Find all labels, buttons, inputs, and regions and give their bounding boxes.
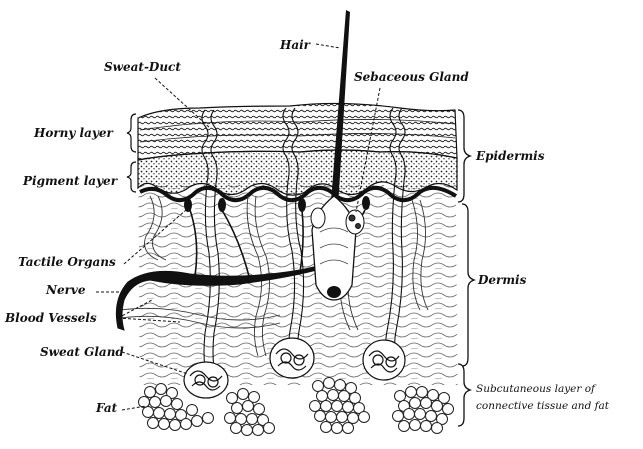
horny-layer-brace — [127, 114, 136, 152]
fat-cluster-right — [393, 387, 454, 434]
hair-leader — [316, 44, 340, 48]
label-hair: Hair — [279, 38, 312, 52]
label-epidermis: Epidermis — [475, 149, 545, 163]
label-dermis: Dermis — [477, 273, 527, 287]
sweat-gland-3 — [363, 340, 405, 380]
label-nerve: Nerve — [45, 283, 86, 297]
label-sweat-gland: Sweat Gland — [40, 345, 124, 359]
label-sebaceous-gland: Sebaceous Gland — [354, 70, 469, 84]
layer-brackets — [458, 110, 474, 426]
fat-cluster-center — [310, 378, 370, 434]
fat-leader — [122, 406, 146, 410]
sweat-gland-2 — [270, 338, 314, 378]
label-subcutaneous-line1: Subcutaneous layer of — [476, 383, 597, 395]
epidermis-bracket — [458, 110, 470, 202]
fat-cluster-middle — [225, 389, 275, 436]
label-blood-vessels: Blood Vessels — [4, 311, 97, 325]
label-subcutaneous-line2: connective tissue and fat — [476, 400, 610, 412]
pigment-layer-brace — [127, 162, 136, 192]
sweat-gland-1 — [184, 362, 228, 398]
label-tactile-organs: Tactile Organs — [18, 255, 116, 269]
left-braces — [127, 114, 136, 192]
hair-bulb — [327, 286, 341, 298]
subcutaneous-bracket — [458, 364, 470, 426]
label-horny-layer: Horny layer — [33, 126, 114, 140]
label-sweat-duct: Sweat-Duct — [104, 60, 181, 74]
label-fat: Fat — [95, 401, 118, 415]
label-pigment-layer: Pigment layer — [22, 174, 119, 188]
dermis-bracket — [462, 204, 474, 366]
